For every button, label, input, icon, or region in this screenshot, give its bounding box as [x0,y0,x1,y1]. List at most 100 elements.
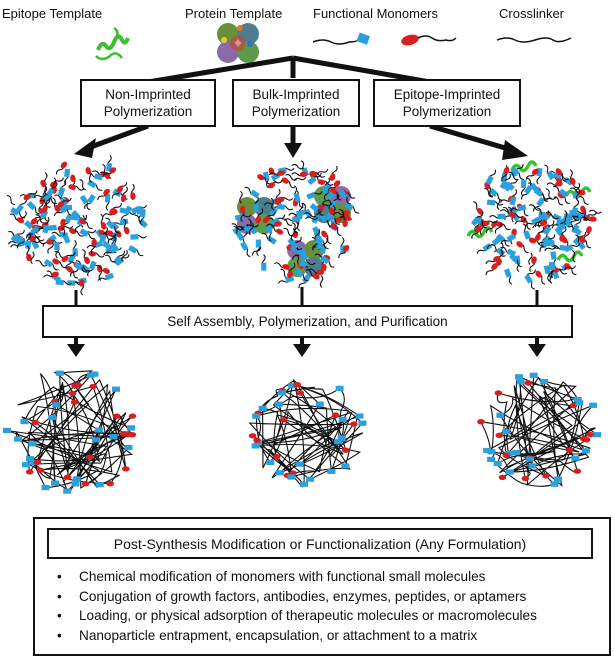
monomer-particle [96,264,103,281]
monomer-particle [563,265,577,271]
bullet-dot: • [57,588,62,604]
monomer-particle [314,228,321,241]
epitope-template-icon [95,26,130,61]
monomer-particle [329,165,338,181]
monomer-particle [528,237,544,246]
monomer-particle [512,449,521,456]
monomer-particle [26,245,32,262]
monomer-particle [40,179,48,196]
monomer-particle [505,469,514,475]
monomer-particle [107,233,116,244]
monomer-particle [292,246,306,260]
post-synthesis-title: Post-Synthesis Modification or Functiona… [47,528,593,559]
monomer-particle [488,187,503,201]
monomer-particle [534,226,545,242]
monomer-particle [501,166,510,183]
monomer-particle [68,184,85,191]
monomer-particle [293,185,301,202]
monomer-particle [99,226,108,244]
monomer-particle [308,268,324,275]
monomer-particle [70,267,79,277]
monomer-particle [546,181,563,187]
monomer-particle [89,383,97,390]
monomer-particle [473,201,484,215]
monomer-particle [320,255,335,268]
monomer-particle [338,189,351,205]
monomer-particle [495,221,511,230]
monomer-particle [97,188,110,201]
monomer-particle [23,190,38,201]
monomer-particle [239,205,246,222]
monomer-particle [358,420,367,426]
monomer-particle [295,461,304,467]
crosslinker-icon [496,37,572,43]
epitope-template-label: Epitope Template [2,6,103,21]
monomer-particle [64,168,71,186]
monomer-particle [529,372,538,378]
epitope-helix [510,160,538,173]
monomer-particle [10,206,26,219]
monomer-particle [55,370,64,376]
monomer-particle [81,481,90,487]
monomer-particle [251,443,260,449]
polymer-chain [248,378,364,488]
monomer-particle [31,419,40,426]
monomer-particle [124,431,132,438]
monomer-particle [496,197,501,211]
monomer-particle [528,463,537,469]
monomer-particle [305,269,320,280]
monomer-particle [573,468,582,474]
monomer-particle [109,434,118,440]
monomer-particle [521,184,533,200]
monomer-particle [338,209,352,221]
monomer-particle [112,386,120,392]
monomer-particle [571,455,580,461]
monomer-particle [293,177,307,182]
monomer-particle [593,432,602,438]
monomer-particle [533,197,546,212]
monomer-particle [7,236,25,245]
monomer-particle [244,186,260,199]
monomer-particle [335,385,344,391]
monomer-particle [121,205,133,221]
monomer-particle [274,262,290,270]
monomer-particle [267,179,283,189]
monomer-particle [589,402,598,408]
monomer-particle [327,468,336,474]
monomer-particle [493,460,502,467]
monomer-particle [72,476,81,482]
monomer-particle [95,482,104,488]
list-item: •Chemical modification of monomers with … [57,567,537,587]
monomer-particle [283,227,294,237]
box-to-cluster-arrows [74,123,528,160]
monomer-particle [291,163,304,170]
monomer-particle [100,213,107,230]
monomer-particle [588,209,602,214]
bulk-imprinted-network [248,378,367,488]
monomer-particle [105,254,116,263]
monomer-particle [293,382,302,388]
monomer-particle [554,476,562,482]
monomer-particle [319,213,333,228]
monomer-particle [258,405,267,411]
monomer-particle [73,261,90,272]
monomer-particle [270,214,286,227]
monomer-particle [289,236,302,252]
monomer-particle [344,201,360,214]
monomer-particle [55,279,73,286]
monomer-particle [281,218,293,226]
monomer-particle [306,191,323,200]
monomer-particle [555,217,567,234]
list-item: •Loading, or physical adsorption of ther… [57,606,537,626]
monomer-particle [508,253,522,268]
monomer-particle [36,467,45,473]
monomer-particle [500,233,517,245]
monomer-particle [327,199,335,215]
cluster-to-process-lines [74,287,539,305]
monomer-particle [350,421,358,427]
monomer-particle [85,166,93,183]
monomer-particle [130,183,136,200]
monomer-particle [503,268,513,285]
monomer-particle [494,390,503,396]
monomer-particle [274,401,283,407]
